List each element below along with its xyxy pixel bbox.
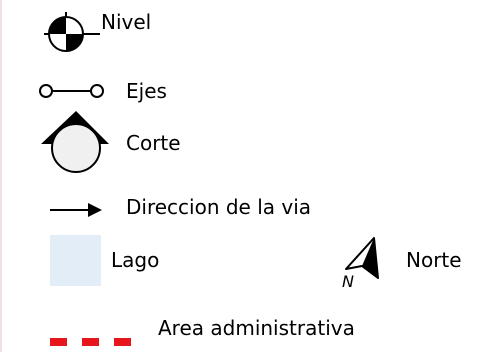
legend-label-ejes: Ejes bbox=[126, 79, 167, 103]
legend-label-corte: Corte bbox=[126, 131, 181, 155]
section-cut-icon bbox=[41, 111, 109, 173]
arrow-right-icon bbox=[50, 203, 102, 217]
legend-label-direccion: Direccion de la via bbox=[126, 195, 312, 219]
legend-border bbox=[0, 0, 2, 352]
axis-line-icon bbox=[39, 84, 104, 98]
north-letter: N bbox=[342, 272, 354, 290]
legend-label-lago: Lago bbox=[111, 248, 160, 272]
legend-label-norte: Norte bbox=[406, 248, 462, 272]
legend-label-nivel: Nivel bbox=[101, 10, 152, 34]
dashed-boundary-icon bbox=[50, 338, 131, 346]
north-arrow-icon: N bbox=[342, 237, 379, 290]
legend-label-area-administrativa: Area administrativa bbox=[158, 316, 355, 340]
level-marker-icon bbox=[44, 12, 100, 52]
lake-swatch-icon bbox=[50, 235, 101, 286]
